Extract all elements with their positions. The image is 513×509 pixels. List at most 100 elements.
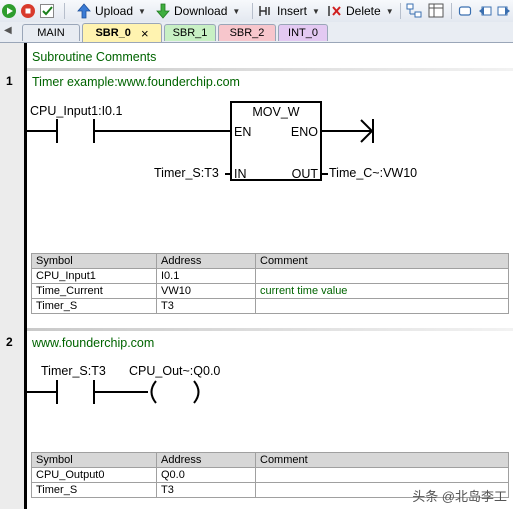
toolbar-separator bbox=[64, 3, 65, 19]
chevron-down-icon[interactable]: ▼ bbox=[385, 6, 394, 16]
contact-label[interactable]: CPU_Input1:I0.1 bbox=[30, 104, 123, 118]
operand-wire bbox=[322, 173, 328, 175]
tab-sbr-0[interactable]: SBR_0 × bbox=[82, 23, 162, 42]
rung-wire bbox=[94, 130, 231, 132]
symbol-table: Symbol Address Comment CPU_Input1 I0.1 T… bbox=[31, 253, 509, 314]
watermark: 头条 @北岛李工 bbox=[412, 489, 507, 504]
column-header: Address bbox=[156, 452, 256, 468]
symbol-cell: CPU_Output0 bbox=[31, 467, 157, 483]
chevron-down-icon[interactable]: ▼ bbox=[232, 6, 241, 16]
en-pin-label: EN bbox=[234, 125, 252, 139]
table-row[interactable]: CPU_Output0 Q0.0 bbox=[31, 467, 509, 483]
out-operand[interactable]: Time_C~:VW10 bbox=[329, 166, 418, 180]
delete-icon bbox=[327, 4, 341, 18]
rung-wire bbox=[27, 391, 57, 393]
power-rail bbox=[24, 43, 27, 509]
table-header-row: Symbol Address Comment bbox=[31, 452, 509, 468]
back-button[interactable] bbox=[478, 2, 492, 20]
eno-pin-label: ENO bbox=[290, 125, 318, 139]
upload-arrow-icon bbox=[77, 3, 91, 19]
tab-int-0[interactable]: INT_0 bbox=[278, 24, 328, 41]
address-cell: VW10 bbox=[156, 283, 256, 299]
comment-cell bbox=[255, 268, 509, 284]
block-title: MOV_W bbox=[252, 105, 300, 119]
contact-label[interactable]: Timer_S:T3 bbox=[41, 364, 106, 378]
table-row[interactable]: Time_Current VW10 current time value bbox=[31, 283, 509, 299]
network-comment[interactable]: Timer example:www.founderchip.com bbox=[32, 75, 240, 89]
play-icon bbox=[2, 4, 16, 18]
tab-main[interactable]: MAIN bbox=[22, 24, 80, 41]
address-cell: Q0.0 bbox=[156, 467, 256, 483]
contact-bar-left[interactable] bbox=[56, 119, 58, 143]
upload-button[interactable]: Upload ▼ bbox=[77, 2, 146, 20]
address-cell: I0.1 bbox=[156, 268, 256, 284]
grid-icon bbox=[428, 3, 444, 18]
rung-wire bbox=[94, 391, 148, 393]
box-button[interactable] bbox=[458, 2, 472, 20]
symbol-cell: CPU_Input1 bbox=[31, 268, 157, 284]
tab-label: SBR_0 bbox=[95, 27, 131, 39]
download-arrow-icon bbox=[156, 3, 170, 19]
table-row[interactable]: Timer_S T3 bbox=[31, 298, 509, 314]
column-header: Symbol bbox=[31, 452, 157, 468]
upload-label: Upload bbox=[95, 4, 134, 18]
column-header: Comment bbox=[255, 253, 509, 269]
network-number: 1 bbox=[6, 74, 13, 88]
network-view-button[interactable] bbox=[406, 2, 422, 20]
symbol-cell: Timer_S bbox=[31, 482, 157, 498]
symbol-cell: Timer_S bbox=[31, 298, 157, 314]
stop-icon bbox=[21, 4, 35, 18]
forward-arrow-icon bbox=[497, 4, 511, 18]
rung-wire bbox=[322, 130, 372, 132]
stop-button[interactable] bbox=[21, 2, 35, 20]
in-pin-label: IN bbox=[234, 167, 247, 181]
column-header: Symbol bbox=[31, 253, 157, 269]
network-gutter bbox=[0, 43, 24, 509]
coil-label[interactable]: CPU_Out~:Q0.0 bbox=[129, 364, 221, 378]
checklist-icon bbox=[40, 4, 54, 18]
out-pin-label: OUT bbox=[291, 167, 318, 181]
mov-w-block[interactable]: MOV_W EN ENO IN OUT bbox=[230, 101, 322, 181]
network-icon bbox=[406, 3, 422, 18]
symbol-cell: Time_Current bbox=[31, 283, 157, 299]
delete-button[interactable]: Delete ▼ bbox=[327, 2, 394, 20]
operand-wire bbox=[225, 173, 231, 175]
comment-cell bbox=[255, 467, 509, 483]
tab-bar: ◀ MAIN SBR_0 × SBR_1 SBR_2 INT_0 bbox=[0, 22, 513, 43]
comment-cell bbox=[255, 482, 509, 498]
insert-label: Insert bbox=[277, 4, 308, 18]
toolbar-separator bbox=[252, 3, 253, 19]
symbol-view-button[interactable] bbox=[428, 2, 444, 20]
chevron-down-icon[interactable]: ▼ bbox=[312, 6, 320, 16]
rung-wire bbox=[27, 130, 57, 132]
table-row[interactable]: Timer_S T3 bbox=[31, 482, 509, 498]
scroll-left-icon[interactable]: ◀ bbox=[4, 25, 12, 36]
address-cell: T3 bbox=[156, 298, 256, 314]
comment-cell bbox=[255, 298, 509, 314]
forward-button[interactable] bbox=[497, 2, 511, 20]
run-button[interactable] bbox=[2, 2, 16, 20]
in-operand[interactable]: Timer_S:T3 bbox=[154, 166, 219, 180]
tab-sbr-2[interactable]: SBR_2 bbox=[218, 24, 276, 41]
comment-cell: current time value bbox=[255, 283, 509, 299]
output-coil-icon[interactable] bbox=[146, 379, 206, 405]
contact-bar-left[interactable] bbox=[56, 380, 58, 404]
toolbar-separator bbox=[451, 3, 452, 19]
compile-button[interactable] bbox=[40, 2, 54, 20]
tab-sbr-1[interactable]: SBR_1 bbox=[164, 24, 216, 41]
box-icon bbox=[458, 4, 472, 18]
insert-button[interactable]: Insert ▼ bbox=[258, 2, 320, 20]
column-header: Address bbox=[156, 253, 256, 269]
network-comment[interactable]: www.founderchip.com bbox=[32, 336, 155, 350]
download-button[interactable]: Download ▼ bbox=[156, 2, 240, 20]
network-number: 2 bbox=[6, 335, 13, 349]
insert-icon bbox=[258, 4, 272, 18]
table-row[interactable]: CPU_Input1 I0.1 bbox=[31, 268, 509, 284]
subroutine-comment[interactable]: Subroutine Comments bbox=[32, 50, 157, 64]
toolbar: Upload ▼ Download ▼ Insert ▼ Delete ▼ bbox=[0, 0, 513, 23]
close-icon[interactable]: × bbox=[140, 25, 149, 41]
toolbar-separator bbox=[400, 3, 401, 19]
rung-end-icon bbox=[360, 119, 374, 143]
tab-label: SBR_2 bbox=[229, 27, 265, 39]
chevron-down-icon[interactable]: ▼ bbox=[138, 6, 146, 16]
